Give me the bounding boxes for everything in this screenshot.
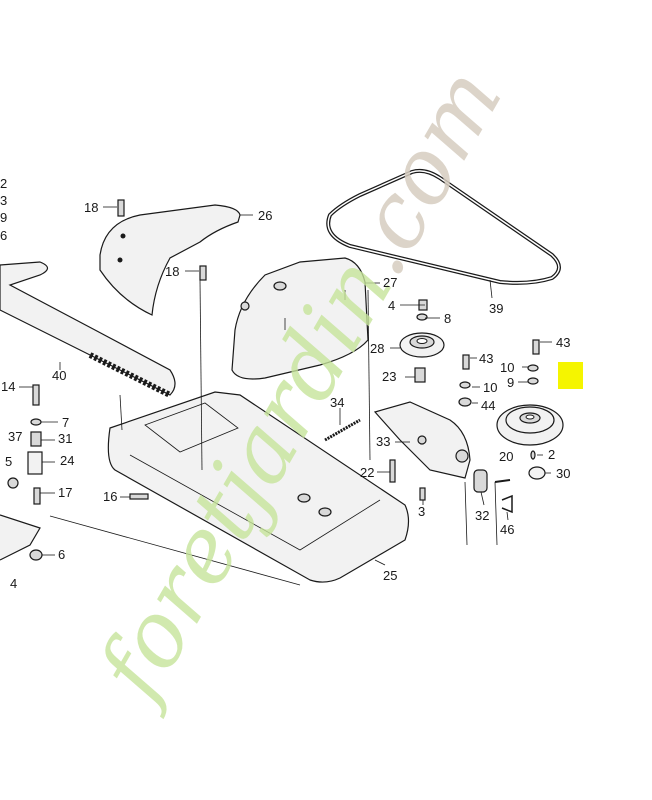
hardware-parts: [0, 199, 546, 561]
callout-14: 14: [1, 379, 15, 394]
callout-44: 44: [481, 398, 495, 413]
callout-16: 16: [103, 489, 117, 504]
callout-25: 25: [383, 568, 397, 583]
leader-lines: [19, 206, 552, 586]
callout-18: 18: [165, 264, 179, 279]
callout-4: 4: [10, 576, 17, 591]
cover-27: [231, 257, 369, 380]
callout-30: 30: [556, 466, 570, 481]
belt-guard-26: [99, 204, 241, 316]
callout-43: 43: [556, 335, 570, 350]
callout-8: 8: [444, 311, 451, 326]
callout-37: 37: [8, 429, 22, 444]
callout-32: 32: [475, 508, 489, 523]
callout-39: 39: [489, 301, 503, 316]
callout-6: 6: [0, 228, 7, 243]
callout-10: 10: [483, 380, 497, 395]
callout-33: 33: [376, 434, 390, 449]
svg-text:foretjardin.com: foretjardin.com: [75, 51, 523, 721]
callout-18: 18: [84, 200, 98, 215]
callout-17: 17: [58, 485, 72, 500]
callout-2: 2: [548, 447, 555, 462]
pulley-highlighted: [496, 404, 564, 446]
watermark: foretjardin.com: [75, 51, 523, 721]
callout-20: 20: [499, 449, 513, 464]
callout-46: 46: [500, 522, 514, 537]
callout-23: 23: [382, 369, 396, 384]
callout-40: 40: [52, 368, 66, 383]
callout-43: 43: [479, 351, 493, 366]
callout-5: 5: [5, 454, 12, 469]
highlight-marker: [558, 362, 583, 389]
callout-22: 22: [360, 465, 374, 480]
base-plate-25: [107, 391, 410, 583]
watermark-com: .com: [323, 51, 523, 293]
callout-4: 4: [388, 298, 395, 313]
belt-39: [326, 168, 561, 285]
pulley-28: [399, 332, 445, 358]
callout-3: 3: [418, 504, 425, 519]
callout-2: 2: [0, 176, 7, 191]
callout-10: 10: [500, 360, 514, 375]
callout-31: 31: [58, 431, 72, 446]
watermark-foret: foret: [75, 472, 279, 721]
callout-9: 9: [507, 375, 514, 390]
callout-6: 6: [58, 547, 65, 562]
callout-26: 26: [258, 208, 272, 223]
callout-7: 7: [62, 415, 69, 430]
callout-labels: 2396182618274839432843109231044343322030…: [0, 176, 570, 591]
callout-3: 3: [0, 193, 7, 208]
bracket-33: [373, 401, 471, 479]
callout-27: 27: [383, 275, 397, 290]
callout-34: 34: [330, 395, 344, 410]
chain-guide-40: [0, 261, 176, 398]
callout-28: 28: [370, 341, 384, 356]
callout-24: 24: [60, 453, 74, 468]
callout-9: 9: [0, 210, 7, 225]
